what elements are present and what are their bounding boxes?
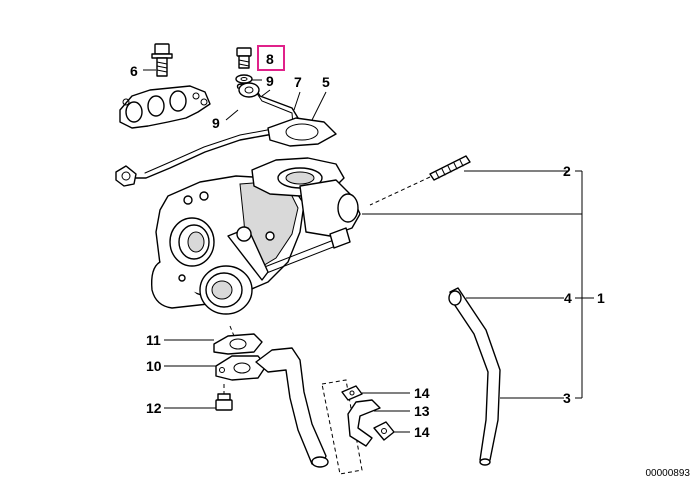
oil-return-pipe-part-10[interactable] [215, 347, 329, 468]
hose-bracket-dashed [321, 379, 363, 475]
clamp-part-14-lower[interactable] [373, 421, 395, 441]
callout-6[interactable]: 6 [130, 63, 138, 79]
callout-13[interactable]: 13 [414, 403, 430, 419]
callout-11[interactable]: 11 [146, 332, 161, 348]
bolt-part-12[interactable] [215, 384, 233, 411]
callout-14-upper[interactable]: 14 [414, 385, 430, 401]
callout-9-upper[interactable]: 9 [266, 73, 274, 89]
long-hose-part-3[interactable] [448, 287, 501, 466]
hollow-bolt-part-8[interactable] [236, 47, 252, 69]
callout-4[interactable]: 4 [564, 290, 572, 306]
callout-1[interactable]: 1 [597, 290, 605, 306]
callout-3[interactable]: 3 [563, 390, 571, 406]
stud-part-2[interactable] [369, 155, 471, 206]
callout-5[interactable]: 5 [322, 74, 330, 90]
bolt-part-6[interactable] [151, 43, 173, 77]
callout-8-highlight-box [257, 45, 285, 71]
callout-14-lower[interactable]: 14 [414, 424, 430, 440]
callout-7[interactable]: 7 [294, 74, 302, 90]
callout-9-lower[interactable]: 9 [212, 115, 220, 131]
manifold-gasket[interactable] [119, 85, 211, 129]
callout-8[interactable]: 8 [266, 51, 274, 67]
callout-2[interactable]: 2 [563, 163, 571, 179]
hose-part-13[interactable] [347, 399, 381, 447]
document-number: 00000893 [646, 468, 691, 479]
clamp-part-14-upper[interactable] [341, 385, 363, 401]
leader-lines [143, 69, 594, 433]
turbocharger-assembly[interactable] [150, 157, 361, 315]
callout-12[interactable]: 12 [146, 400, 162, 416]
washer-part-9-upper[interactable] [235, 74, 253, 84]
turbo-gasket-part-5[interactable] [267, 117, 337, 147]
gasket-part-11[interactable] [213, 325, 263, 355]
callout-10[interactable]: 10 [146, 358, 162, 374]
oil-feed-line-part-7[interactable] [115, 82, 299, 187]
